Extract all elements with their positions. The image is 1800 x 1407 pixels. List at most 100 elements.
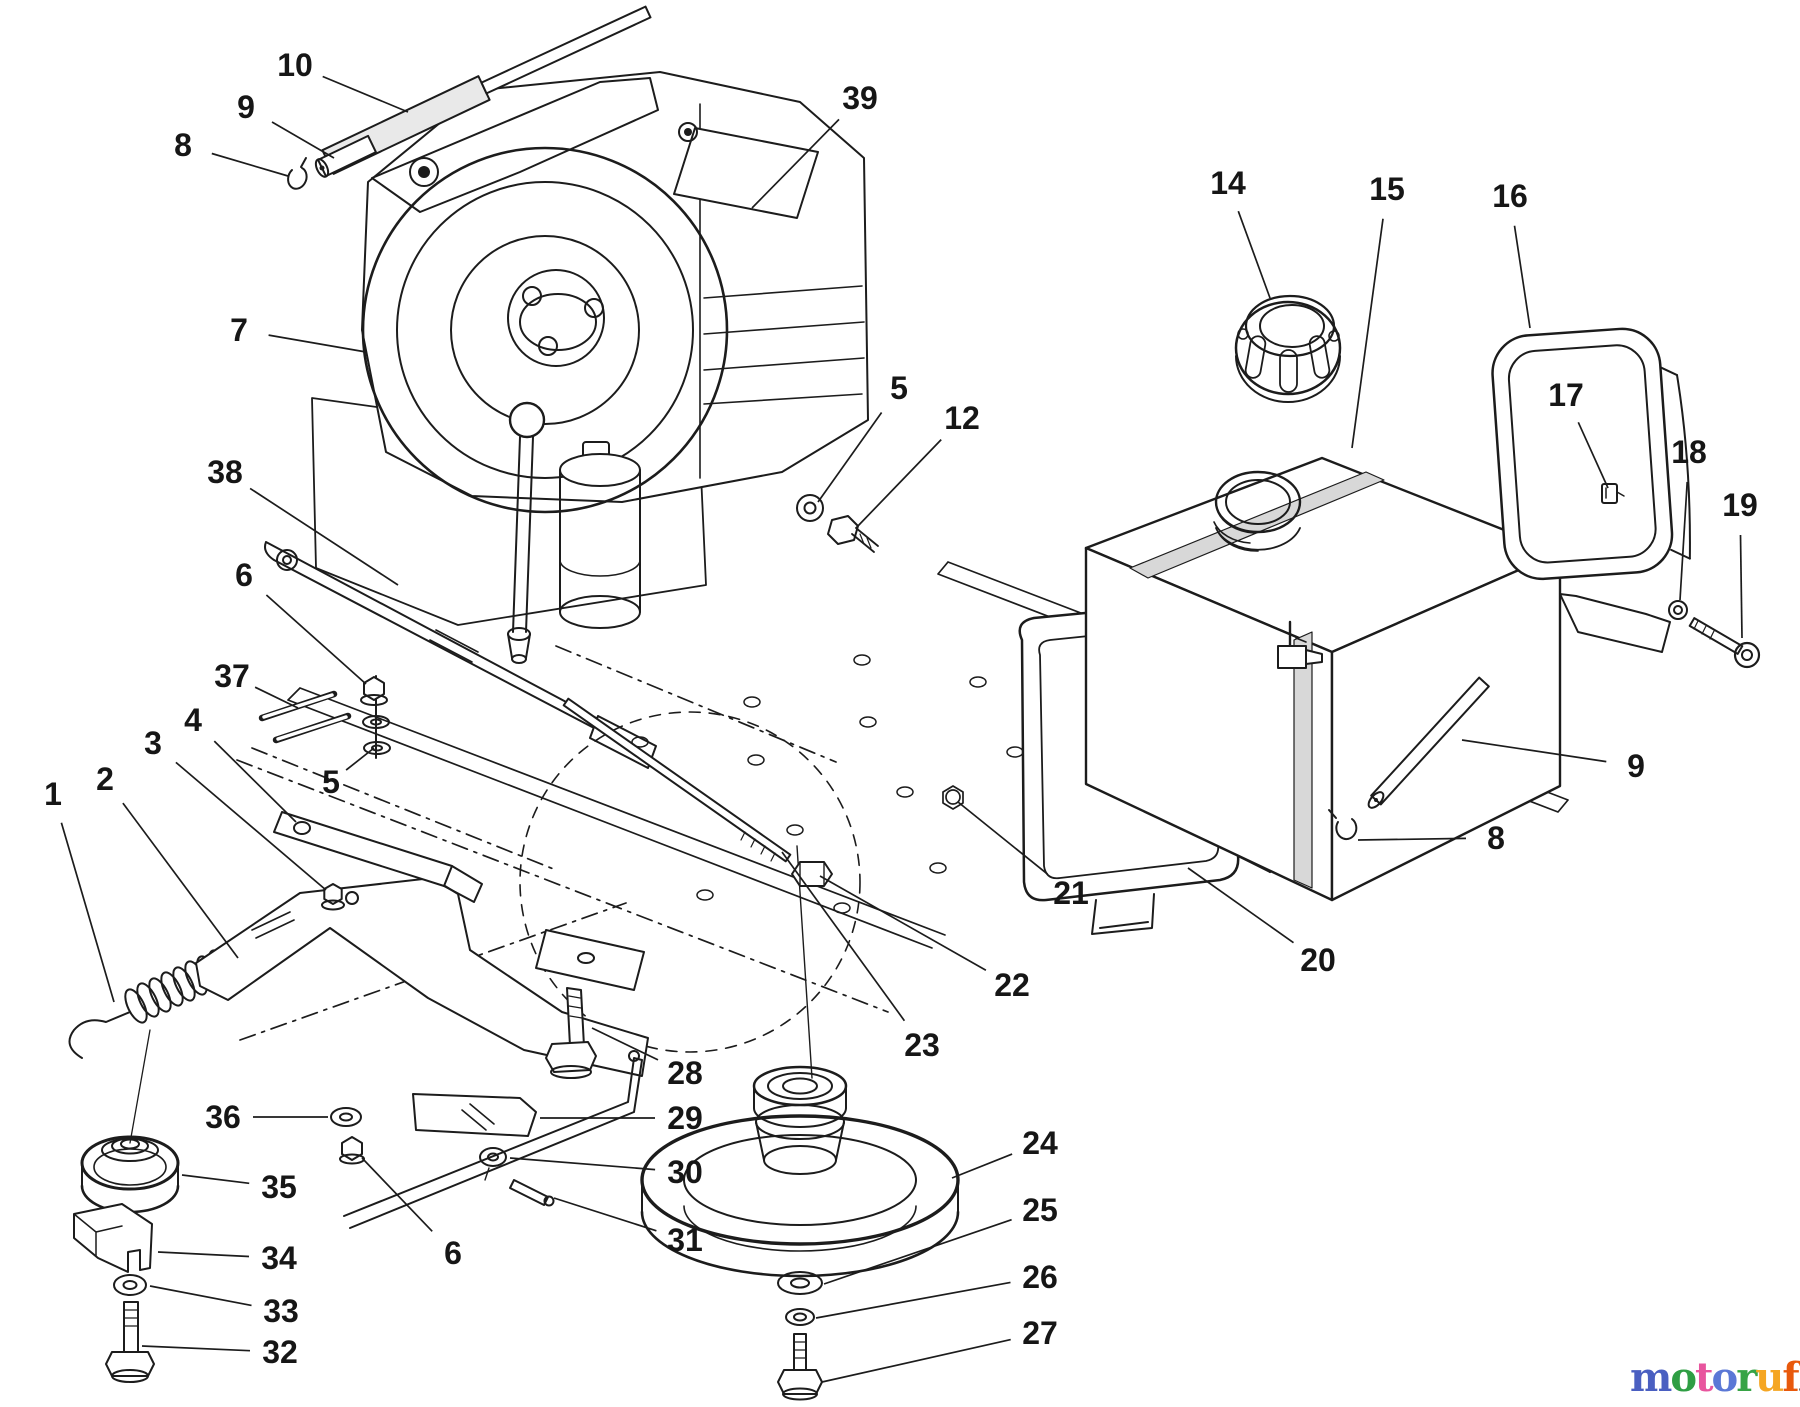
callout-5: 5 [817,370,908,503]
leader-line [249,487,399,586]
carriage-bolt-28 [545,987,597,1079]
studs-37 [258,690,352,744]
starter-motor [559,441,641,629]
callout-1: 1 [44,776,115,1003]
watermark-letter: o [1711,1354,1739,1401]
clip-nut-17 [1601,483,1625,504]
part-number-32: 32 [262,1334,298,1370]
leader-line [141,1345,251,1352]
leader-line [175,761,327,891]
callout-19: 19 [1722,487,1758,639]
leader-line [345,747,375,771]
washer-30 [479,1147,507,1167]
callout-18: 18 [1671,434,1707,601]
callout-17: 17 [1548,377,1609,489]
leader-line [1577,421,1609,489]
leader-line [211,152,289,177]
leader-line [268,334,367,353]
part-number-15: 15 [1369,171,1405,207]
part-number-4: 4 [184,702,202,738]
part-number-17: 17 [1548,377,1584,413]
lock-washer [362,715,390,729]
part-number-8: 8 [174,127,192,163]
part-number-38: 38 [207,454,243,490]
callout-6: 6 [235,557,367,685]
callout-39: 39 [751,80,878,209]
leader-line [751,118,840,209]
callout-3: 3 [144,725,327,891]
bolt-12 [827,515,879,553]
leader-line [254,686,299,709]
callout-14: 14 [1210,165,1271,299]
part-number-18: 18 [1671,434,1707,470]
fuel-petcock [1277,620,1323,669]
leader-line [823,1218,1012,1285]
washer-5 [796,494,824,522]
callout-20: 20 [1187,867,1336,978]
callout-9: 9 [1461,739,1645,784]
part-number-16: 16 [1492,178,1528,214]
engine-assembly [287,5,879,664]
part-number-35: 35 [261,1169,297,1205]
part-number-7: 7 [230,312,248,348]
part-number-24: 24 [1022,1125,1058,1161]
crankshaft-sweep-circle [519,711,861,1053]
engine-label-plate [673,127,819,219]
leader-line [821,1338,1011,1383]
part-number-2: 2 [96,761,114,797]
leader-line [591,1027,659,1061]
callout-33: 33 [149,1285,299,1329]
lock-washer-26 [785,1308,815,1326]
watermark-letter: m [1630,1354,1672,1401]
callout-22: 22 [819,875,1030,1003]
part-number-23: 23 [904,1027,940,1063]
flat-washer-5 [363,741,391,755]
part-number-8: 8 [1487,820,1505,856]
watermark-motoruf: motoruf.de [1630,1352,1800,1404]
control-rod-23 [562,697,792,863]
part-number-31: 31 [667,1222,703,1258]
part-number-12: 12 [944,400,980,436]
rod-10 [480,5,652,95]
callout-15: 15 [1351,171,1405,449]
tank-front-band [1293,631,1313,889]
part-number-22: 22 [994,967,1030,1003]
leader-line [181,1174,250,1185]
part-number-29: 29 [667,1100,703,1136]
callout-31: 31 [553,1197,703,1258]
housing-bolt [678,122,698,142]
flywheel [361,146,729,514]
part-number-20: 20 [1300,942,1336,978]
cotter-pin-31 [509,1179,555,1207]
blower-housing [361,71,869,503]
engagement-rod [343,1057,643,1229]
part-number-39: 39 [842,80,878,116]
callout-2: 2 [96,761,239,959]
part-number-37: 37 [214,658,250,694]
leader-line [553,1197,657,1232]
leader-line [957,801,1049,875]
callout-10: 10 [277,47,409,113]
fuel-line-9 [1367,676,1490,809]
clip-8b [1328,809,1358,841]
leader-line [509,1157,656,1171]
stud-stack [360,675,391,759]
leader-line [265,594,367,685]
callout-23: 23 [781,851,940,1063]
idler-pulley-35 [80,1135,180,1214]
part-number-9: 9 [1627,748,1645,784]
watermark-letter: r [1736,1354,1757,1401]
watermark-letter: o [1670,1354,1697,1401]
washer-33 [113,1274,147,1296]
callout-8: 8 [174,127,289,177]
washer-25 [777,1271,823,1295]
part-number-26: 26 [1022,1259,1058,1295]
callout-24: 24 [951,1125,1058,1179]
callout-7: 7 [230,312,367,353]
leader-line [361,1157,433,1232]
tank-molded-band [1129,471,1385,579]
leader-line [1513,225,1531,329]
leader-line [817,412,883,503]
callout-25: 25 [823,1192,1058,1285]
